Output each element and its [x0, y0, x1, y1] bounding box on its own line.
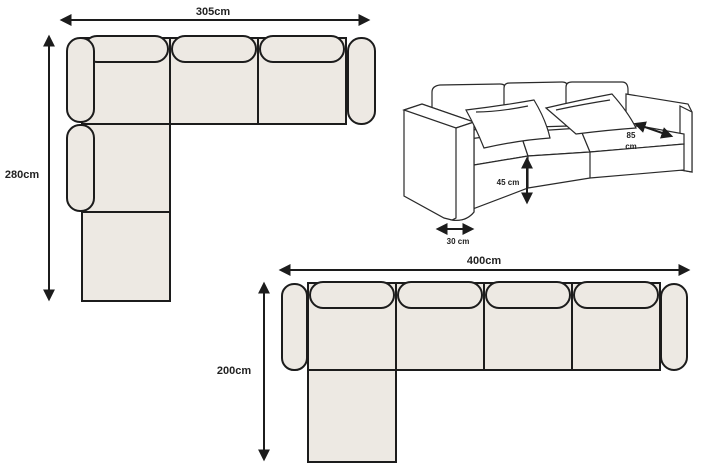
lounge-chaise — [307, 369, 397, 463]
corner-sofa-plan: 305cm 280cm — [5, 6, 376, 302]
lounge-depth-label: 200cm — [217, 365, 251, 377]
corner-width-label: 305cm — [196, 6, 230, 18]
corner-seat-5 — [81, 211, 171, 302]
lounge-width-label: 400cm — [467, 255, 501, 267]
sketch-seat-height-label: 45 cm — [497, 178, 520, 187]
lounge-back-cushion-4 — [573, 281, 659, 309]
corner-back-cushion-1 — [83, 35, 169, 63]
lounge-back-cushion-2 — [397, 281, 483, 309]
lounge-back-cushion-1 — [309, 281, 395, 309]
corner-left-cushion-2 — [66, 124, 95, 212]
sofa-perspective-sketch: 30 cm 45 cm 85 cm — [402, 81, 693, 246]
corner-right-arm — [347, 37, 376, 125]
sketch-seat-depth-arrow — [633, 121, 674, 139]
sketch-seat-depth-label: 85 — [627, 131, 636, 140]
sketch-seat-depth-unit: cm — [625, 142, 637, 151]
lounge-sofa-plan: 400cm 200cm — [217, 255, 691, 463]
corner-back-cushion-2 — [171, 35, 257, 63]
sketch-armrest-width-label: 30 cm — [447, 237, 470, 246]
lounge-left-arm — [281, 283, 308, 371]
corner-back-cushion-3 — [259, 35, 345, 63]
lounge-back-cushion-3 — [485, 281, 571, 309]
lounge-right-arm — [660, 283, 688, 371]
corner-depth-label: 280cm — [5, 169, 39, 181]
corner-seat-4 — [81, 123, 171, 213]
corner-left-cushion-1 — [66, 37, 95, 123]
